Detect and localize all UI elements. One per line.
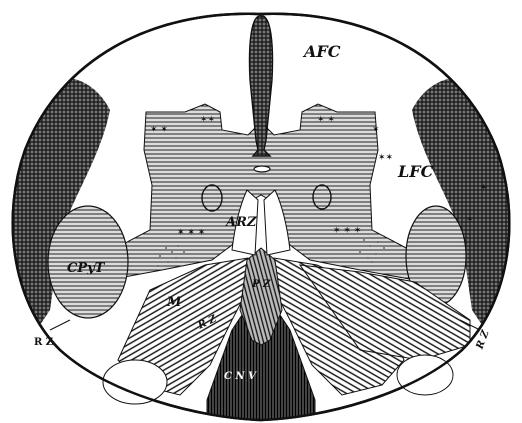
label-lfc: LFC (398, 164, 433, 180)
label-rz-left: R Z (34, 338, 53, 348)
central-canal (254, 166, 270, 172)
label-pz: P Z (252, 280, 270, 290)
svg-text:✶: ✶ (372, 125, 380, 135)
left-root-entry (103, 360, 167, 404)
svg-text:✶ ✶: ✶ ✶ (150, 125, 168, 135)
svg-text:✶ ✶ ✶: ✶ ✶ ✶ (177, 228, 205, 238)
label-afc: AFC (304, 44, 341, 60)
label-cnv: C N V (224, 372, 256, 382)
svg-text:✶ ✶ ✶: ✶ ✶ ✶ (333, 226, 361, 236)
label-m: M (167, 296, 181, 309)
svg-text:✶: ✶ (466, 215, 474, 225)
label-cpyt: CPyT (67, 262, 104, 275)
svg-text:✶ ✶: ✶ ✶ (317, 115, 335, 125)
svg-text:✶: ✶ (480, 183, 488, 193)
svg-text:✶✶: ✶✶ (378, 153, 393, 163)
svg-text:✶✶: ✶✶ (200, 115, 215, 125)
label-arz: ARZ (226, 216, 256, 229)
